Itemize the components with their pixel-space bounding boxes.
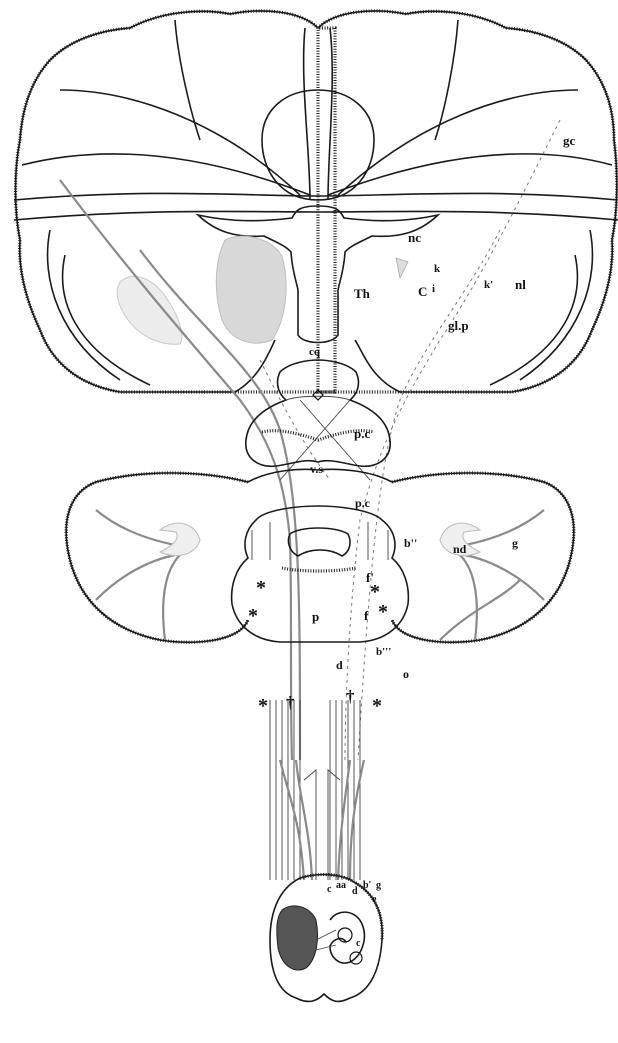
cerebrum [14, 11, 618, 392]
label-f2: f [364, 608, 369, 623]
label-star-1: * [256, 577, 266, 599]
label-sc-g: g [376, 880, 381, 891]
label-star-3: * [370, 581, 380, 603]
label-star-2: * [248, 605, 258, 627]
label-d: d [336, 658, 343, 672]
label-sc-b: b' [363, 880, 372, 891]
label-o: o [403, 667, 409, 681]
lentiform-nucleus [117, 276, 182, 344]
label-dagger-2: † [346, 687, 355, 706]
label-g: g [512, 536, 518, 550]
internal-capsule-right [396, 258, 408, 278]
label-nd: nd [453, 542, 467, 556]
medulla-tracts [270, 700, 364, 880]
label-sc-e: e [372, 894, 377, 905]
label-pc1: p.c [354, 426, 370, 441]
label-b2: b''' [376, 646, 391, 658]
label-star-5: * [258, 695, 268, 717]
cerebellum [66, 469, 574, 642]
label-k2: k' [484, 279, 493, 291]
label-sc-aa: aa [336, 880, 346, 891]
label-star-4: * [378, 601, 388, 623]
label-sc-d: d [352, 886, 358, 897]
label-sc-c2: c [356, 938, 361, 949]
label-cq: cq [309, 346, 321, 358]
label-nl: nl [515, 277, 526, 292]
pyramidal-tracts [60, 120, 560, 760]
label-star-6: * [372, 695, 382, 717]
label-vs: v.s [310, 462, 323, 476]
label-gc: gc [563, 133, 576, 148]
label-b1: b'' [404, 536, 417, 550]
thalamus-left [216, 236, 286, 343]
label-c: C [418, 284, 427, 299]
label-dagger-1: † [286, 693, 295, 712]
label-th: Th [354, 286, 371, 301]
label-sc-c: c [327, 884, 332, 895]
label-nc: nc [408, 230, 421, 245]
label-p: p [312, 609, 319, 624]
label-glp: gl.p [448, 318, 469, 333]
label-i: i [432, 283, 435, 295]
label-pc2: p.c [355, 496, 371, 510]
label-k: k [434, 263, 441, 275]
